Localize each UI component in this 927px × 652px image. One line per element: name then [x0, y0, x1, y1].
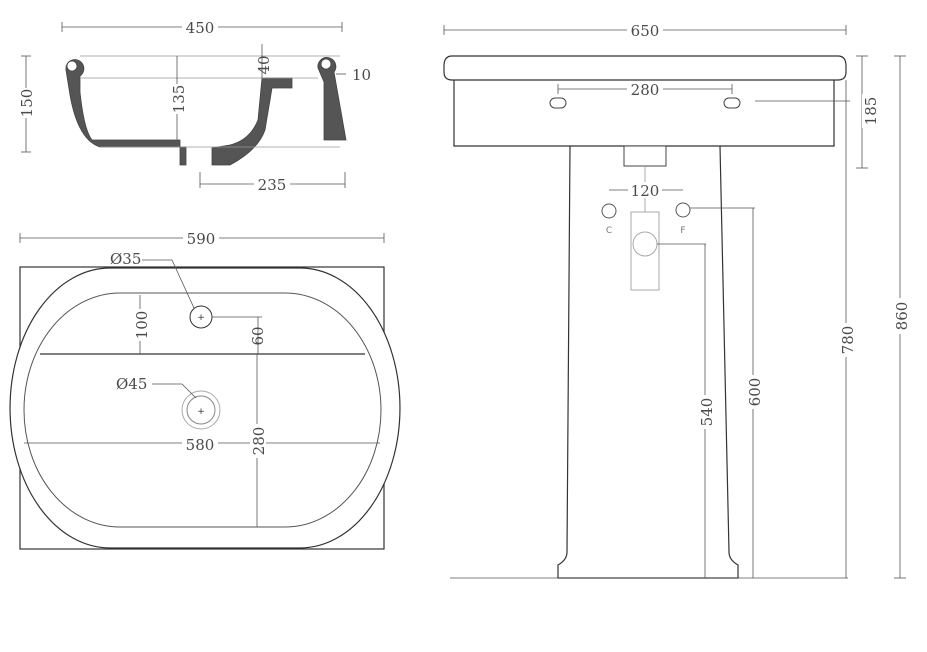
dim-supply-spacing: 120	[631, 182, 660, 200]
top-view: + + 590 Ø35 Ø45 100 60 580 280	[9, 229, 401, 550]
dim-height: 150	[18, 89, 36, 118]
dim-hole-spacing: 280	[631, 81, 660, 99]
dim-tap-to-front: 100	[133, 311, 151, 340]
dim-drain-offset: 235	[258, 176, 287, 194]
basin-rim	[443, 55, 847, 81]
dim-drain-diameter: Ø45	[116, 375, 147, 393]
dim-basin-depth: 185	[862, 97, 880, 126]
basin-section-drain	[211, 77, 293, 166]
dim-rim-height: 780	[839, 326, 857, 355]
basin-section-right	[317, 57, 347, 141]
pedestal	[557, 145, 739, 579]
dim-supply-height: 600	[746, 378, 764, 407]
dim-tap-diameter: Ø35	[110, 250, 141, 268]
dim-bowl-depth: 280	[250, 427, 268, 456]
dim-rim: 40	[255, 55, 273, 74]
basin-section-left	[65, 59, 187, 166]
dim-inner-depth: 135	[170, 85, 188, 114]
bowl-outline	[23, 292, 382, 528]
section-view: 450 150 135 40 10 235	[18, 18, 371, 194]
dim-bowl-width: 580	[186, 436, 215, 454]
drain-hole	[186, 395, 216, 425]
dim-front-width: 650	[631, 22, 660, 40]
dim-drain-height: 540	[698, 398, 716, 427]
front-view: C F 650 280 185 120 600 540	[443, 22, 911, 579]
hot-valve	[675, 202, 691, 218]
cold-label: C	[606, 226, 612, 236]
svg-text:+: +	[197, 407, 205, 417]
hot-label: F	[680, 226, 685, 236]
dim-width: 450	[186, 19, 215, 37]
svg-text:+: +	[197, 313, 205, 323]
dim-tap-offset: 60	[249, 326, 267, 345]
dim-overall-width: 590	[187, 230, 216, 248]
dim-wall: 10	[352, 66, 371, 84]
cold-valve	[601, 203, 617, 219]
dim-total-height: 860	[893, 302, 911, 331]
drain-outer	[181, 390, 221, 430]
basin-outline	[9, 267, 401, 549]
